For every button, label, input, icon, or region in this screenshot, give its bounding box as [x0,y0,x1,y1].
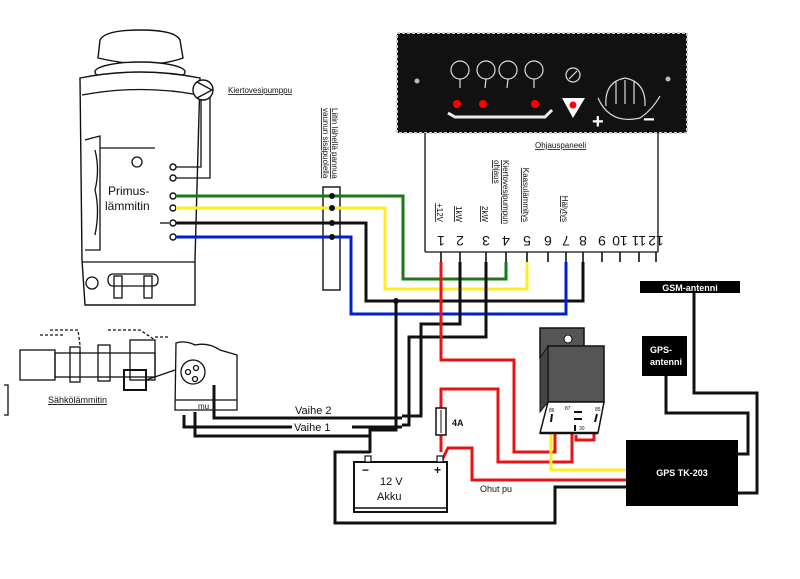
gsm-antenna-label: GSM-antenni [662,283,718,293]
thin-wire-label: Ohut pu [480,484,512,494]
battery-positive-terminal: + [434,463,441,477]
gps-tracker-label: GPS TK-203 [656,468,708,478]
primus-heater: Primus- lämmitin [79,29,201,306]
wire-black-8 [176,221,585,303]
terminal-function-1: +12V [435,203,444,223]
electric-heater-label: Sähkölämmitin [48,395,107,405]
terminal-number-3: 3 [482,233,490,249]
terminal-function-7: Hälytys [560,196,569,222]
heater-terminal-green [169,192,177,200]
battery-name: Akku [377,491,401,503]
wire-phase-1 [182,415,292,429]
battery-voltage: 12 V [380,476,403,488]
battery: − + 12 V Akku [353,455,448,513]
terminal-number-9: 9 [598,233,606,249]
junction-note-line1: Liitin lähellä pannua [330,108,339,179]
control-panel-label: Ohjauspaneeli [535,141,586,150]
phase-1-label: Vaihe 1 [294,422,331,434]
circulation-pump: Kiertovesipumppu [176,79,292,179]
phase-2-label: Vaihe 2 [295,405,332,417]
wire-phase-2 [212,385,402,420]
wires [176,194,628,525]
heater-terminal-pump-1 [169,163,177,171]
led-2 [479,100,487,108]
relay-pin-87: 87 [565,406,571,412]
relay-pin-85: 85 [595,407,601,413]
terminal-number-4: 4 [502,233,510,249]
terminal-function-5: Kaasulämmitys [521,168,530,222]
wire-red-fuse [439,387,574,464]
terminal-function-2: 1kW [454,206,463,222]
gps-tracker-unit [626,440,738,506]
led-1 [453,100,461,108]
wire-yellow [176,206,529,291]
junction-note-line2: vaunun sisäpuolella [321,108,330,179]
terminal-number-2: 2 [456,233,464,249]
wire-black-ground-drop [368,301,398,453]
primus-heater-label-line1: Primus- [108,184,149,198]
electric-heater: Sähkölämmitin mu Vaihe 2 Vaihe 1 [4,329,402,438]
terminal-number-1: 1 [437,233,445,249]
connector-label: mu [198,402,209,411]
junction-block: Liitin lähellä pannua vaunun sisäpuolell… [321,108,341,291]
wire-green [176,194,508,281]
terminal-number-11: 11 [632,233,647,249]
wire-phase-common [193,412,370,438]
heater-terminal-pump-2 [169,174,177,182]
wire-yellow-86 [549,422,628,472]
wire-black-gps-ground [333,450,628,525]
led-4 [531,100,539,108]
terminal-number-12: 12 [648,233,664,249]
led-indicator-group [447,60,661,120]
gps-tracker-group: GSM-antenni GPS- antenni GPS TK-203 [626,281,759,506]
gps-antenna-label-line2: antenni [650,357,682,367]
terminal-number-6: 6 [544,233,552,249]
terminal-function-4: ohjaus [492,160,501,184]
wire-gsm-antenna [692,293,759,495]
led-warning [569,101,577,109]
wire-black-3 [402,262,488,427]
wire-red-thin [439,446,628,482]
fuse-label: 4A [452,418,464,428]
relay: 86 87 85 30 [539,327,605,435]
plus-button[interactable]: + [592,111,604,133]
gps-antenna [642,336,687,376]
battery-negative-terminal: − [362,463,369,477]
fuse: 4A [435,407,464,436]
relay-pin-86: 86 [549,408,555,414]
relay-pin-30: 30 [579,426,585,432]
circulation-pump-label: Kiertovesipumppu [228,86,292,95]
gsm-antenna [640,281,740,293]
terminal-number-7: 7 [562,233,570,249]
wire-black-2 [402,262,462,418]
terminal-number-10: 10 [612,233,628,249]
gps-antenna-label-line1: GPS- [650,345,672,355]
heater-terminal-blue [169,233,177,241]
junction-terminals [329,193,335,240]
terminal-function-4: Kiertovesipumpun [501,160,510,224]
primus-heater-label-line2: lämmitin [105,199,150,213]
terminal-number-5: 5 [523,233,531,249]
junction-dot [393,298,399,304]
wire-red-12v [439,262,557,454]
minus-button[interactable]: − [643,109,655,131]
terminal-number-8: 8 [579,233,587,249]
control-panel: + − Ohjauspaneeli [396,32,688,253]
terminal-function-3: 2kW [480,206,489,222]
heater-terminal-black [169,219,177,227]
wire-blue [176,235,568,316]
heater-terminal-yellow [169,204,177,212]
wire-gps-antenna [664,376,750,456]
